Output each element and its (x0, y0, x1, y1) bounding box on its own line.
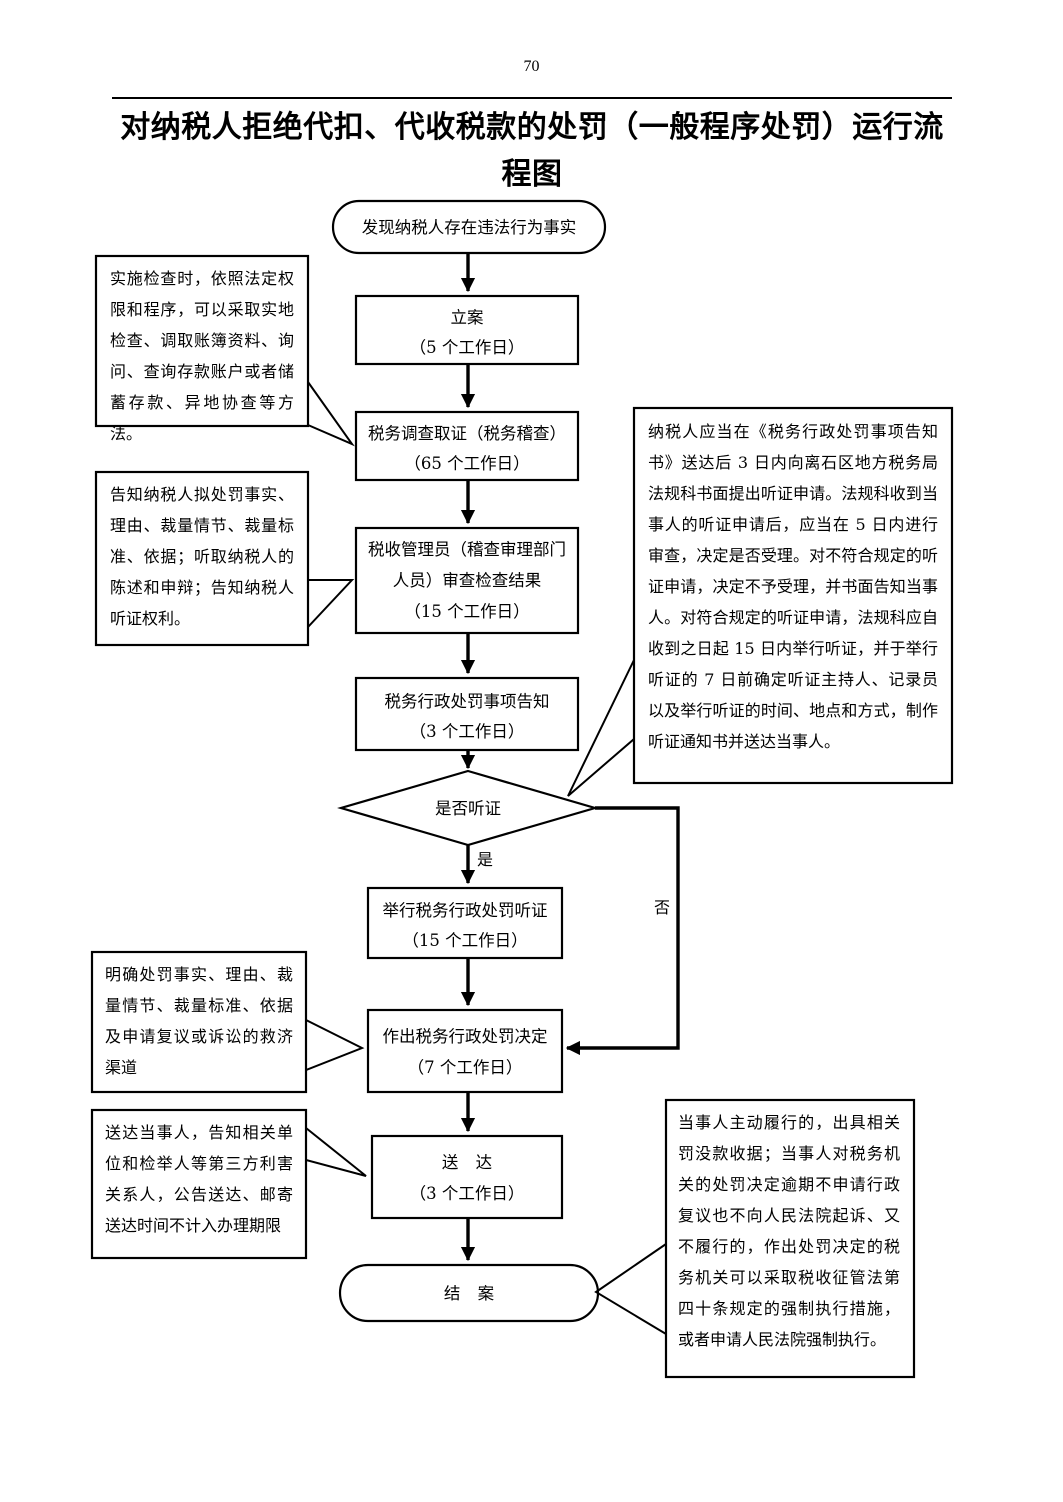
node-close-shape (338, 1263, 600, 1323)
note-inspection-methods-box (94, 254, 310, 428)
node-decision-shape (337, 769, 599, 847)
node-review-shape (354, 526, 580, 635)
note-notify-taxpayer-box (94, 470, 310, 647)
page-number: 70 (523, 58, 540, 75)
node-delivery-shape (370, 1134, 564, 1220)
node-start-shape (331, 199, 607, 255)
node-investigation-shape (354, 410, 580, 482)
node-penalty-decision-shape (366, 1008, 564, 1094)
leader-inspection-methods (307, 378, 355, 447)
leader-hearing-procedure (567, 659, 635, 797)
leader-notify-taxpayer (307, 579, 355, 630)
page-title: 对纳税人拒绝代扣、代收税款的处罚（一般程序处罚）运行流程图 (120, 110, 944, 192)
header-divider (112, 97, 952, 99)
node-hearing-shape (366, 886, 564, 960)
note-hearing-procedure-box (632, 406, 954, 785)
node-notice-shape (354, 676, 580, 752)
leader-enforcement (594, 1242, 667, 1336)
note-decision-content-box (90, 950, 308, 1094)
connector-decision-no-to-penalty-decision (565, 806, 680, 1056)
leader-delivery-rules (305, 1125, 367, 1177)
note-enforcement-box (664, 1098, 916, 1379)
leader-decision-content (305, 1018, 365, 1072)
node-filing-shape (354, 294, 580, 366)
note-delivery-rules-box (90, 1108, 308, 1260)
